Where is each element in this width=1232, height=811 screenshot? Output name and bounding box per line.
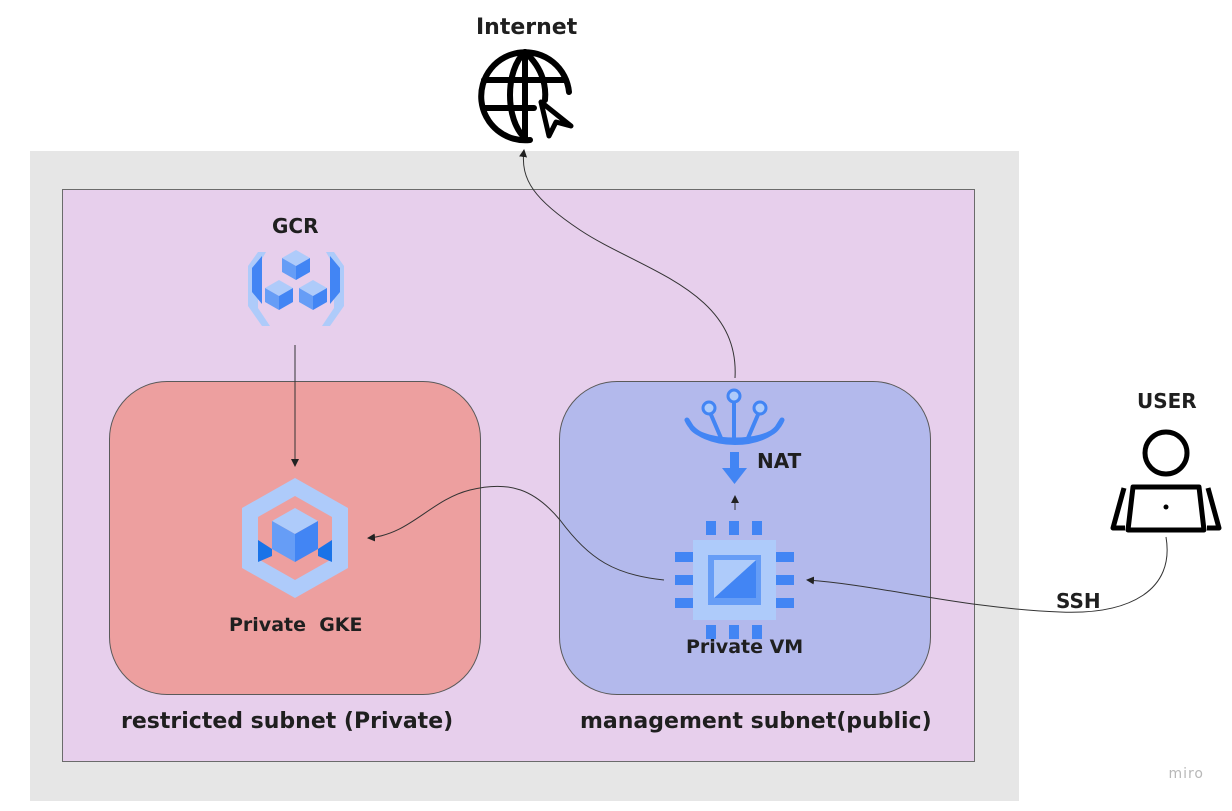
vm-to-gke-connector xyxy=(367,485,665,581)
gcr-label: GCR xyxy=(272,214,319,238)
kubernetes-engine-icon xyxy=(242,478,348,598)
user-to-vm-ssh-connector xyxy=(806,536,1168,613)
cloud-nat-icon xyxy=(684,388,785,484)
restricted-subnet-label: restricted subnet (Private) xyxy=(121,709,454,734)
user-label: USER xyxy=(1137,389,1197,413)
user-laptop-icon xyxy=(1110,429,1222,533)
management-subnet-box xyxy=(559,381,931,695)
miro-watermark: miro xyxy=(1168,766,1204,782)
globe-cursor-icon xyxy=(478,49,574,144)
ssh-edge-label: SSH xyxy=(1056,589,1101,613)
management-subnet-label: management subnet(public) xyxy=(580,709,932,734)
container-registry-icon xyxy=(248,250,344,326)
internet-label: Internet xyxy=(476,15,578,40)
nat-to-internet-connector xyxy=(519,149,736,379)
private-gke-label: Private GKE xyxy=(229,614,363,636)
private-vm-label: Private VM xyxy=(686,636,804,658)
nat-label: NAT xyxy=(757,449,802,473)
compute-engine-icon xyxy=(675,521,794,639)
